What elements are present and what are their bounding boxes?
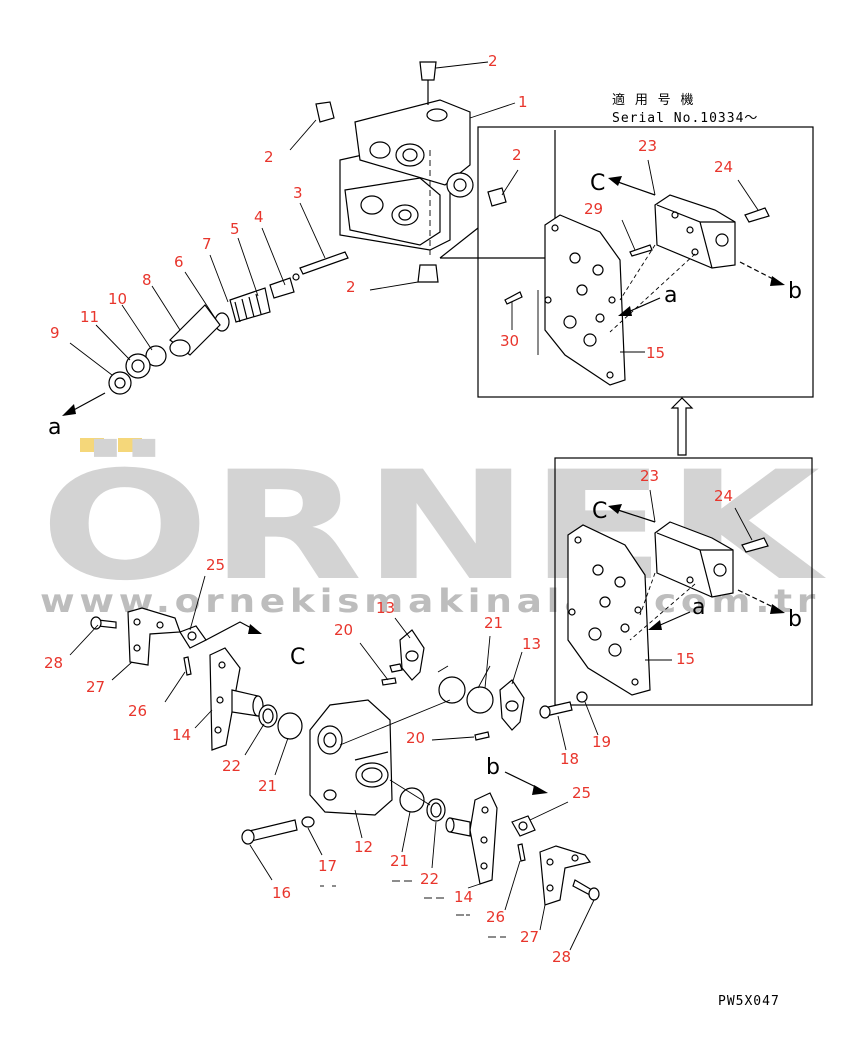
inset-bottom-parts: C b a (567, 489, 802, 696)
view-arrow-up (670, 397, 694, 456)
leaders-lower (69, 575, 599, 951)
callout-27-right: 27 (520, 928, 539, 946)
callout-3: 3 (293, 184, 303, 202)
lower-assembly: C (90, 607, 600, 938)
valve-body-1 (339, 99, 474, 255)
callout-23-bottom: 23 (640, 467, 659, 485)
callout-28-right: 28 (552, 948, 571, 966)
view-letter-a-top: a (48, 415, 61, 440)
inset-top-parts: C b a (504, 159, 802, 386)
callout-14-right: 14 (454, 888, 473, 906)
callout-1: 1 (518, 93, 528, 111)
watermark-accent-left (80, 438, 104, 452)
spool-stack (108, 251, 349, 395)
callout-25-left: 25 (206, 556, 225, 574)
callouts: 2 1 2 2 3 4 5 7 2 6 8 10 11 9 23 24 29 3… (44, 52, 733, 966)
callout-4: 4 (254, 208, 264, 226)
callout-19: 19 (592, 733, 611, 751)
callout-2-left: 2 (264, 148, 274, 166)
callout-15-top: 15 (646, 344, 665, 362)
callout-11: 11 (80, 308, 99, 326)
applicable-label: 適 用 号 機 (612, 92, 694, 108)
callout-26-left: 26 (128, 702, 147, 720)
arrow-a-top: a (48, 392, 106, 440)
callout-20-bottom: 20 (406, 729, 425, 747)
callout-18: 18 (560, 750, 579, 768)
callout-22-lower: 22 (420, 870, 439, 888)
callout-23-top: 23 (638, 137, 657, 155)
callout-20-top: 20 (334, 621, 353, 639)
callout-21-pair: 21 (484, 614, 503, 632)
callout-13-right: 13 (522, 635, 541, 653)
callout-24-top: 24 (714, 158, 733, 176)
callout-16: 16 (272, 884, 291, 902)
callout-15-bottom: 15 (676, 650, 695, 668)
plugs-2 (315, 61, 507, 283)
inset-frame-bottom (554, 457, 813, 706)
view-letter-a-bottom-inset: a (692, 595, 705, 620)
callout-22-left: 22 (222, 757, 241, 775)
view-letter-c-lower: C (290, 645, 305, 670)
callout-17: 17 (318, 857, 337, 875)
callout-27-left: 27 (86, 678, 105, 696)
callout-21-left: 21 (258, 777, 277, 795)
callout-10: 10 (108, 290, 127, 308)
callout-2-right: 2 (512, 146, 522, 164)
callout-25-right: 25 (572, 784, 591, 802)
callout-5: 5 (230, 220, 240, 238)
view-letter-b-bottom-inset: b (788, 607, 802, 632)
callout-24-bottom: 24 (714, 487, 733, 505)
callout-2-top: 2 (488, 52, 498, 70)
callout-7: 7 (202, 235, 212, 253)
callout-14-left: 14 (172, 726, 191, 744)
callout-21-lower: 21 (390, 852, 409, 870)
callout-2-bottom: 2 (346, 278, 356, 296)
view-letter-c-bottom-inset: C (592, 499, 607, 524)
callout-8: 8 (142, 271, 152, 289)
callout-13-left: 13 (376, 599, 395, 617)
view-letter-b-top: b (788, 279, 802, 304)
callout-26-right: 26 (486, 908, 505, 926)
diagram-code: PW5X047 (718, 994, 780, 1009)
serial-label: Serial No.10334～ (612, 111, 758, 126)
callout-12: 12 (354, 838, 373, 856)
callout-6: 6 (174, 253, 184, 271)
inset-frame-top (439, 126, 814, 398)
view-letter-c-top: C (590, 171, 605, 196)
leaders-upper (69, 61, 519, 376)
view-letter-b-lower: b (486, 755, 500, 780)
callout-28-left: 28 (44, 654, 63, 672)
callout-9: 9 (50, 324, 60, 342)
view-letter-a-inset-top: a (664, 283, 677, 308)
callout-29: 29 (584, 200, 603, 218)
callout-30: 30 (500, 332, 519, 350)
watermark-accent-right (118, 438, 142, 452)
